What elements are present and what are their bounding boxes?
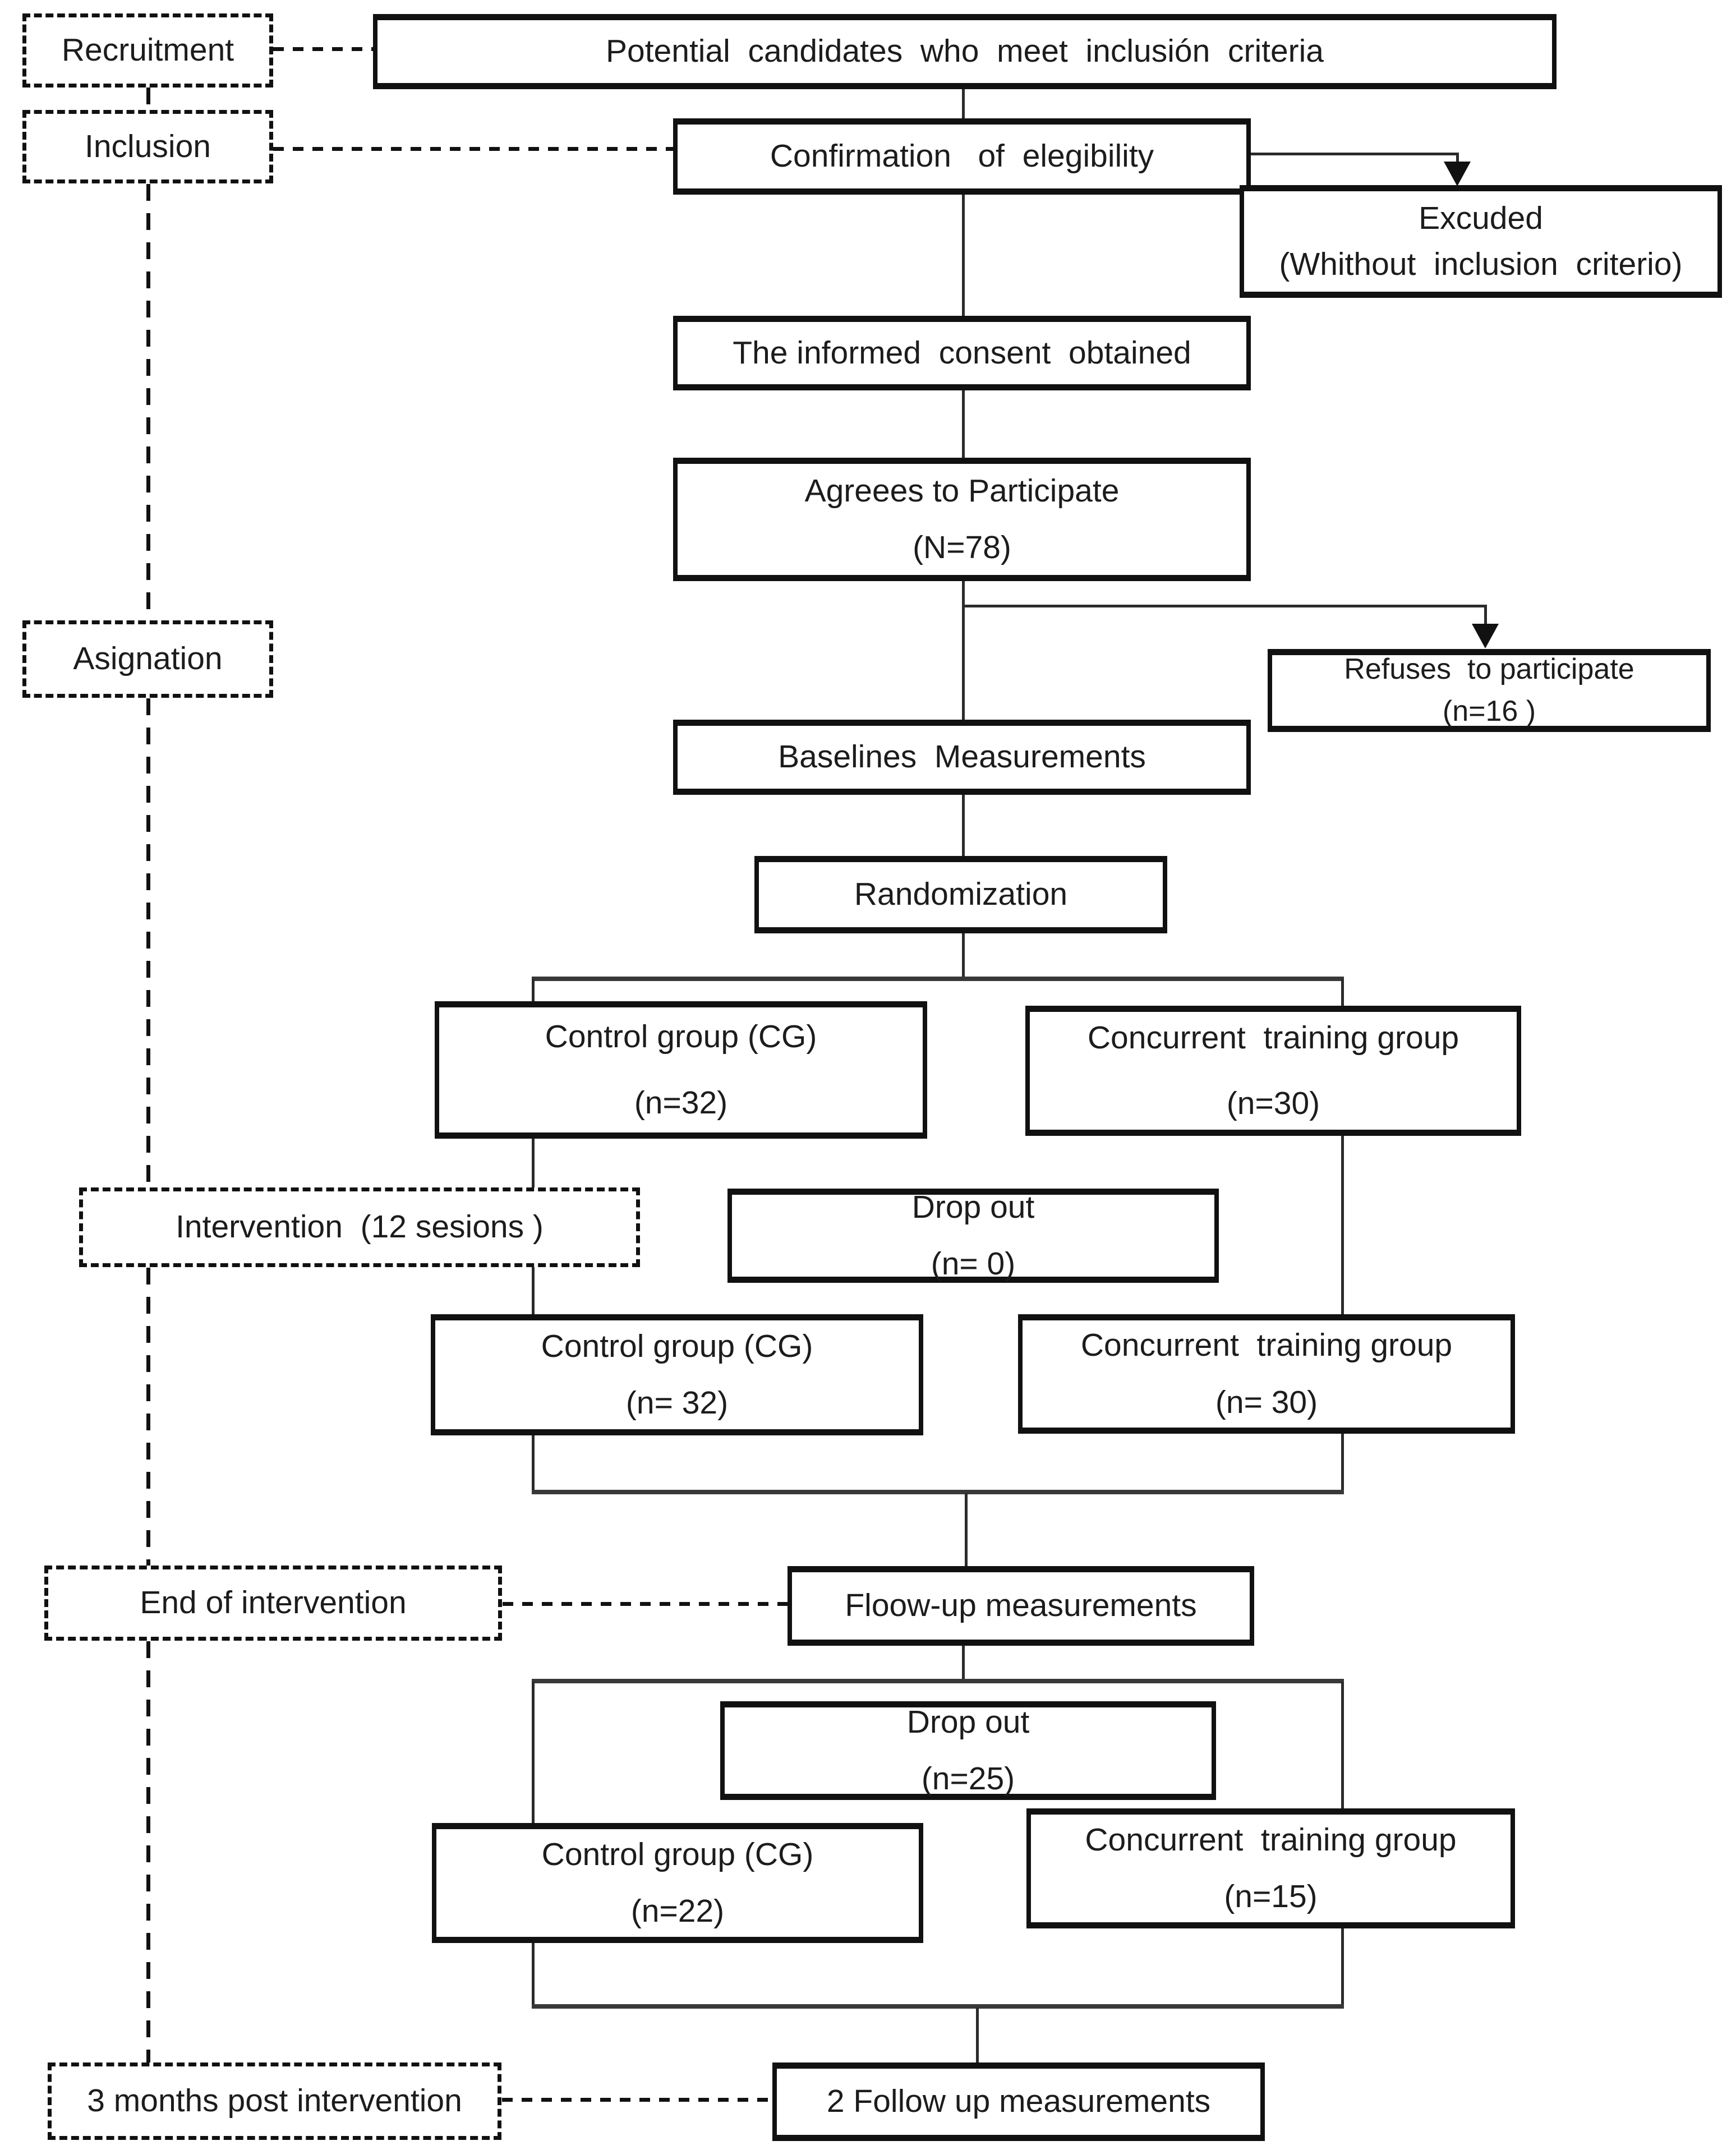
node-concurrent-group-2-line1: Concurrent training group	[1080, 1327, 1453, 1364]
node-refuses-participate-line1: Refuses to participate	[1344, 653, 1634, 685]
dash-asignation-to-intervention	[146, 698, 150, 1189]
node-control-group-2-line1: Control group (CG)	[541, 1328, 813, 1364]
node-baseline-measurements: Baselines Measurements	[673, 720, 1251, 795]
node-baseline-measurements-label: Baselines Measurements	[778, 739, 1146, 775]
node-control-group-1: Control group (CG) (n=32)	[435, 1001, 927, 1139]
line-merge2-to-second-followup	[976, 2008, 979, 2064]
arrowhead-refuses	[1472, 624, 1499, 648]
node-confirmation-eligibility: Confirmation of elegibility	[673, 118, 1251, 195]
node-dropout-1-line2: (n= 0)	[931, 1246, 1016, 1282]
node-dropout-1: Drop out (n= 0)	[727, 1189, 1219, 1283]
merge1-horizontal	[532, 1490, 1344, 1494]
node-randomization: Randomization	[754, 856, 1167, 933]
line-refuses-drop	[1484, 605, 1487, 628]
node-agrees-participate-line2: (N=78)	[913, 530, 1011, 565]
node-dropout-2-line2: (n=25)	[921, 1761, 1015, 1797]
line-merge1-to-followup	[965, 1493, 968, 1567]
node-concurrent-group-2-line2: (n= 30)	[1215, 1384, 1318, 1420]
line-randomization-to-split1	[962, 932, 965, 980]
split2-left-drop	[532, 1682, 535, 1825]
split2-horizontal	[532, 1679, 1344, 1683]
dash-recruitment-to-potential	[273, 47, 374, 51]
node-agrees-participate: Agreees to Participate (N=78)	[673, 458, 1251, 581]
node-potential-candidates-label: Potential candidates who meet inclusión …	[606, 33, 1324, 70]
node-informed-consent: The informed consent obtained	[673, 316, 1251, 390]
line-baselines-to-randomization	[962, 793, 965, 858]
node-excluded: Excuded (Whithout inclusion criterio)	[1240, 185, 1722, 298]
phase-intervention: Intervention (12 sesions )	[79, 1187, 640, 1267]
dash-inclusion-to-confirmation	[273, 147, 674, 151]
phase-inclusion-label: Inclusion	[85, 128, 211, 164]
node-control-group-3-line1: Control group (CG)	[541, 1836, 814, 1872]
dash-inclusion-to-asignation	[146, 184, 150, 621]
dash-end-to-three-months	[146, 1641, 150, 2064]
node-dropout-2: Drop out (n=25)	[720, 1701, 1216, 1800]
node-dropout-2-line1: Drop out	[906, 1704, 1030, 1740]
phase-three-months-post-label: 3 months post intervention	[87, 2083, 462, 2119]
node-control-group-1-line2: (n=32)	[634, 1084, 728, 1121]
phase-asignation: Asignation	[22, 620, 273, 698]
split1-horizontal	[532, 977, 1344, 981]
node-informed-consent-label: The informed consent obtained	[733, 334, 1191, 371]
phase-intervention-label: Intervention (12 sesions )	[176, 1209, 544, 1245]
node-refuses-participate-line2: (n=16 )	[1442, 695, 1536, 728]
line-concurrent1-to-concurrent2	[1341, 1134, 1344, 1316]
line-agrees-to-refuses	[962, 605, 1486, 607]
line-confirmation-to-excluded	[1249, 153, 1458, 155]
node-concurrent-group-1-line1: Concurrent training group	[1087, 1019, 1459, 1056]
node-followup-measurements-label: Floow-up measurements	[845, 1587, 1197, 1624]
node-control-group-3-line2: (n=22)	[630, 1893, 725, 1929]
node-control-group-1-line1: Control group (CG)	[545, 1019, 817, 1055]
phase-end-of-intervention: End of intervention	[44, 1566, 502, 1641]
phase-asignation-label: Asignation	[73, 641, 223, 677]
node-concurrent-group-3-line1: Concurrent training group	[1085, 1821, 1457, 1858]
merge1-right-rise	[1341, 1432, 1344, 1493]
dash-recruitment-to-inclusion	[146, 88, 150, 111]
dash-intervention-to-end	[146, 1268, 150, 1567]
phase-end-of-intervention-label: End of intervention	[140, 1585, 407, 1621]
merge2-horizontal	[532, 2004, 1344, 2009]
node-excluded-line2: (Whithout inclusion criterio)	[1279, 246, 1683, 282]
node-control-group-2-line2: (n= 32)	[625, 1385, 729, 1421]
split1-left-drop	[532, 979, 535, 1004]
line-potential-to-confirmation	[962, 87, 965, 121]
node-followup-measurements: Floow-up measurements	[788, 1566, 1254, 1646]
line-confirmation-to-consent	[962, 192, 965, 318]
node-concurrent-group-3-line2: (n=15)	[1224, 1879, 1318, 1914]
split1-right-drop	[1341, 979, 1344, 1008]
node-second-followup: 2 Follow up measurements	[772, 2062, 1265, 2141]
merge2-right-rise	[1341, 1927, 1344, 2008]
node-concurrent-group-3: Concurrent training group (n=15)	[1026, 1808, 1515, 1928]
phase-inclusion: Inclusion	[22, 110, 273, 183]
phase-recruitment: Recruitment	[22, 13, 273, 88]
node-refuses-participate: Refuses to participate (n=16 )	[1268, 649, 1711, 732]
node-concurrent-group-1-line2: (n=30)	[1226, 1085, 1320, 1121]
node-control-group-3: Control group (CG) (n=22)	[432, 1823, 923, 1943]
node-confirmation-eligibility-label: Confirmation of elegibility	[770, 138, 1154, 174]
dash-end-to-followup	[503, 1602, 789, 1606]
line-followup-to-split2	[962, 1643, 965, 1682]
line-agrees-to-baselines	[962, 579, 965, 722]
node-second-followup-label: 2 Follow up measurements	[826, 2083, 1211, 2120]
line-consent-to-agrees	[962, 388, 965, 460]
node-control-group-2: Control group (CG) (n= 32)	[431, 1314, 923, 1435]
arrowhead-excluded	[1444, 162, 1471, 186]
node-potential-candidates: Potential candidates who meet inclusión …	[373, 14, 1557, 89]
dash-three-months-to-second-followup	[502, 2098, 773, 2102]
merge2-left-rise	[532, 1942, 535, 2008]
node-agrees-participate-line1: Agreees to Participate	[804, 472, 1120, 509]
node-concurrent-group-2: Concurrent training group (n= 30)	[1018, 1314, 1515, 1434]
phase-three-months-post: 3 months post intervention	[48, 2062, 501, 2140]
node-randomization-label: Randomization	[854, 876, 1068, 913]
node-excluded-line1: Excuded	[1419, 200, 1543, 237]
split2-right-drop	[1341, 1682, 1344, 1811]
node-dropout-1-line1: Drop out	[911, 1189, 1035, 1225]
phase-recruitment-label: Recruitment	[61, 32, 234, 68]
merge1-left-rise	[532, 1434, 535, 1493]
node-concurrent-group-1: Concurrent training group (n=30)	[1025, 1006, 1521, 1136]
